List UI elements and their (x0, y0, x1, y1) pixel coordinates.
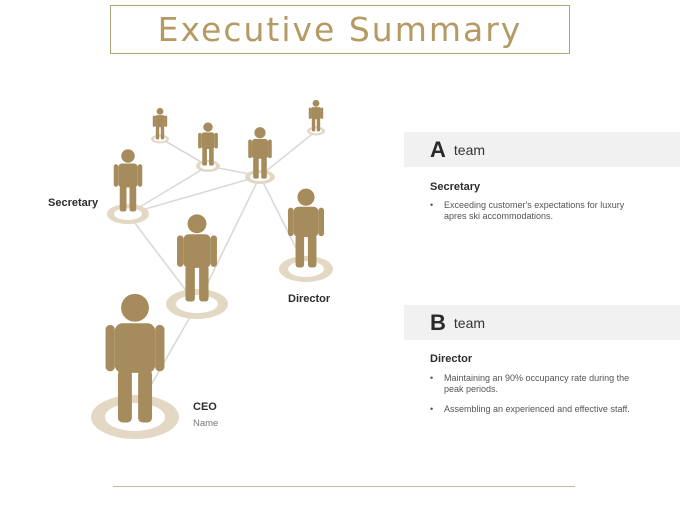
team-b-letter: B (430, 309, 446, 335)
team-b-bullets: • Maintaining an 90% occupancy rate duri… (430, 373, 640, 424)
team-b-bullet-1: • Maintaining an 90% occupancy rate duri… (430, 373, 640, 395)
label-ceo-name: Name (193, 418, 219, 429)
line-secretary-node2 (127, 165, 209, 215)
rings (91, 126, 333, 439)
label-director: Director (288, 293, 331, 305)
team-b-role: Director (430, 353, 473, 365)
team-b-word: team (453, 314, 486, 331)
team-b-bar: B team (404, 305, 680, 340)
bullet-dot-icon: • (430, 200, 434, 210)
person-mid-icon (177, 214, 217, 302)
line-secretary-node3 (127, 175, 261, 215)
team-a-bullets: • Exceeding customer's expectations for … (430, 200, 640, 231)
bullet-dot-icon: • (430, 404, 434, 414)
team-b-bullet-2: • Assembling an experienced and effectiv… (430, 404, 640, 415)
title-box: Executive Summary (110, 5, 570, 54)
team-a-role: Secretary (430, 181, 481, 193)
bullet-text: Assembling an experienced and effective … (444, 404, 630, 414)
bullet-dot-icon: • (430, 373, 434, 383)
page-title: Executive Summary (157, 10, 523, 49)
bottom-divider (113, 486, 575, 487)
line-node1-node2 (159, 137, 209, 167)
label-secretary: Secretary (48, 197, 99, 209)
team-a-bar: A team (404, 132, 680, 167)
person-director-icon (287, 188, 325, 268)
team-a-letter: A (430, 136, 446, 162)
person-secretary-icon (113, 149, 143, 212)
team-a-word: team (453, 141, 486, 158)
team-a-bullet-1: • Exceeding customer's expectations for … (430, 200, 640, 222)
bullet-text: Exceeding customer's expectations for lu… (444, 200, 625, 221)
label-ceo: CEO (193, 401, 217, 413)
bullet-text: Maintaining an 90% occupancy rate during… (444, 373, 630, 394)
line-node3-node4 (259, 130, 317, 177)
person-node2-icon (198, 122, 218, 166)
